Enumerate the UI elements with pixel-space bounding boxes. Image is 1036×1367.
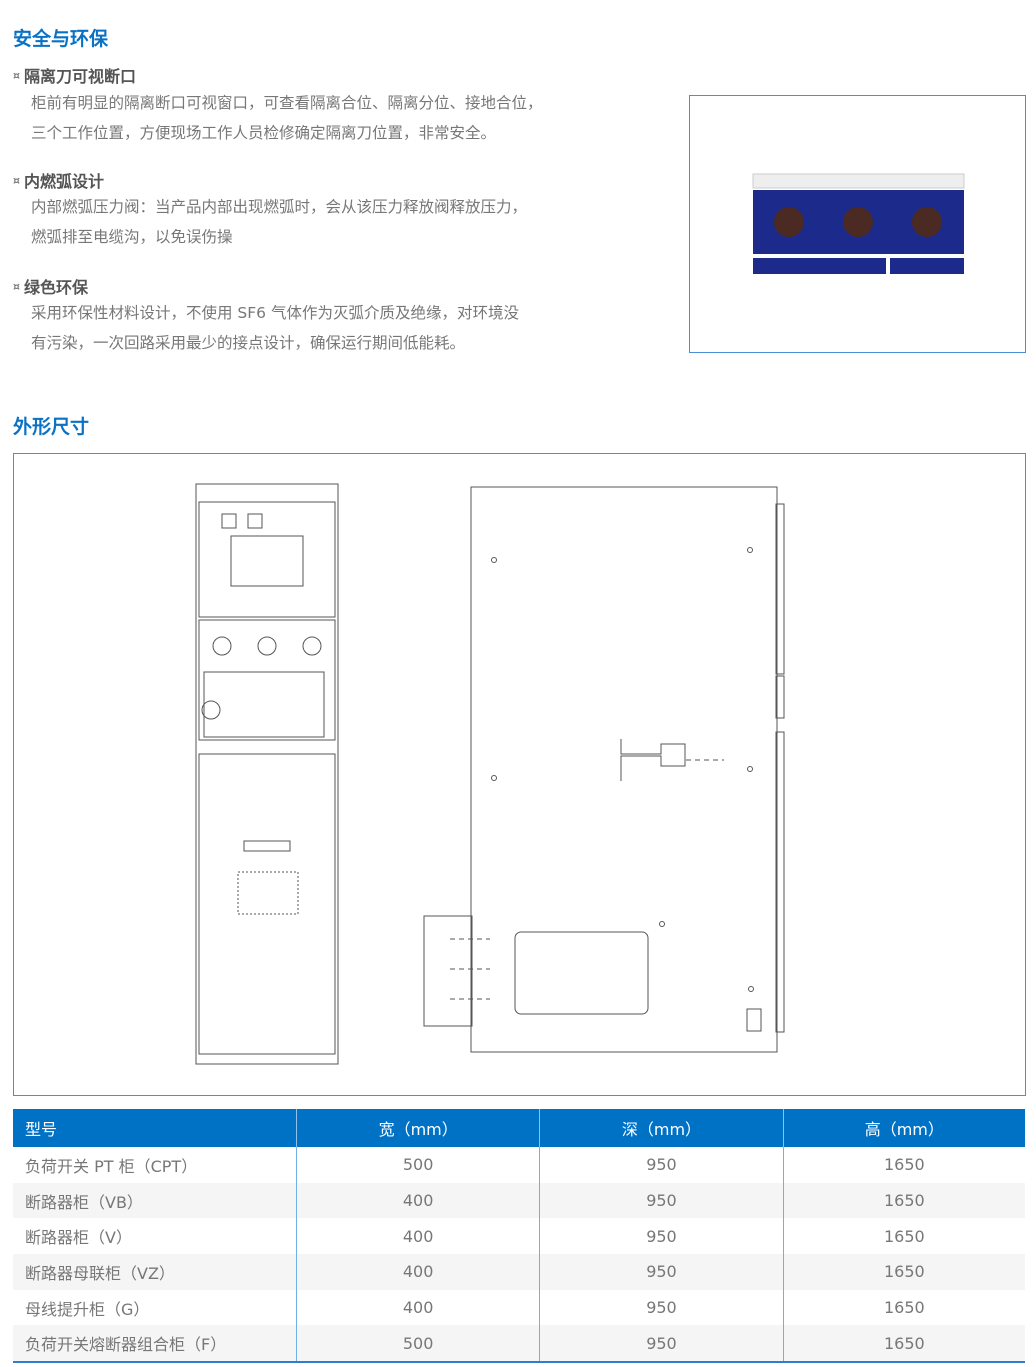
cell-model: 断路器母联柜（VZ） [13, 1254, 297, 1290]
section-title-dimensions: 外形尺寸 [13, 416, 90, 438]
section-title-safety: 安全与环保 [13, 28, 109, 50]
cell-width: 400 [295, 1182, 540, 1219]
front-view [195, 483, 339, 1065]
header-model: 型号 [13, 1109, 297, 1147]
cell-depth: 950 [539, 1147, 784, 1183]
header-width: 宽（mm） [295, 1109, 540, 1147]
feature-title: ¤绿色环保 [13, 278, 89, 297]
cell-width: 400 [295, 1254, 540, 1290]
viewing-window-photo [689, 95, 1026, 353]
cell-model: 母线提升柜（G） [25, 1299, 150, 1319]
cell-height: 1650 [782, 1325, 1025, 1364]
cell-height: 1650 [782, 1218, 1025, 1255]
cell-width: 400 [295, 1218, 540, 1255]
cell-model: 负荷开关熔断器组合柜（F） [13, 1325, 297, 1364]
feature-desc: 内部燃弧压力阀：当产品内部出现燃弧时，会从该压力释放阀释放压力，燃弧排至电缆沟，… [31, 198, 528, 246]
cell-depth: 950 [539, 1218, 784, 1255]
cell-depth: 950 [539, 1289, 784, 1326]
feature-desc: 柜前有明显的隔离断口可视窗口，可查看隔离合位、隔离分位、接地合位，三个工作位置，… [31, 94, 543, 142]
viewing-window-image [752, 173, 965, 274]
header-height: 高（mm） [782, 1109, 1025, 1147]
cell-depth: 950 [539, 1325, 784, 1364]
cell-height: 1650 [782, 1147, 1025, 1183]
side-view [423, 486, 785, 1053]
table-header-row: 型号 宽（mm） 深（mm） 高（mm） [13, 1109, 1025, 1147]
header-depth: 深（mm） [539, 1109, 784, 1147]
feature-title: ¤隔离刀可视断口 [13, 67, 137, 86]
cell-width: 400 [295, 1289, 540, 1326]
cell-model: 断路器柜（V） [25, 1228, 132, 1248]
cabinet-drawing [195, 483, 785, 1065]
cell-model: 断路器柜（VB） [13, 1182, 297, 1219]
cell-depth: 950 [539, 1182, 784, 1219]
cell-width: 500 [295, 1147, 540, 1183]
feature-desc: 采用环保性材料设计，不使用 SF6 气体作为灭弧介质及绝缘，对环境没有污染，一次… [31, 304, 519, 352]
dimension-drawing [13, 453, 1026, 1096]
cell-height: 1650 [782, 1182, 1025, 1219]
cell-depth: 950 [539, 1254, 784, 1290]
feature-title: ¤内燃弧设计 [13, 172, 105, 191]
cell-height: 1650 [782, 1289, 1025, 1326]
cell-model: 负荷开关 PT 柜（CPT） [25, 1156, 198, 1176]
cell-height: 1650 [782, 1254, 1025, 1290]
cell-width: 500 [295, 1325, 540, 1364]
